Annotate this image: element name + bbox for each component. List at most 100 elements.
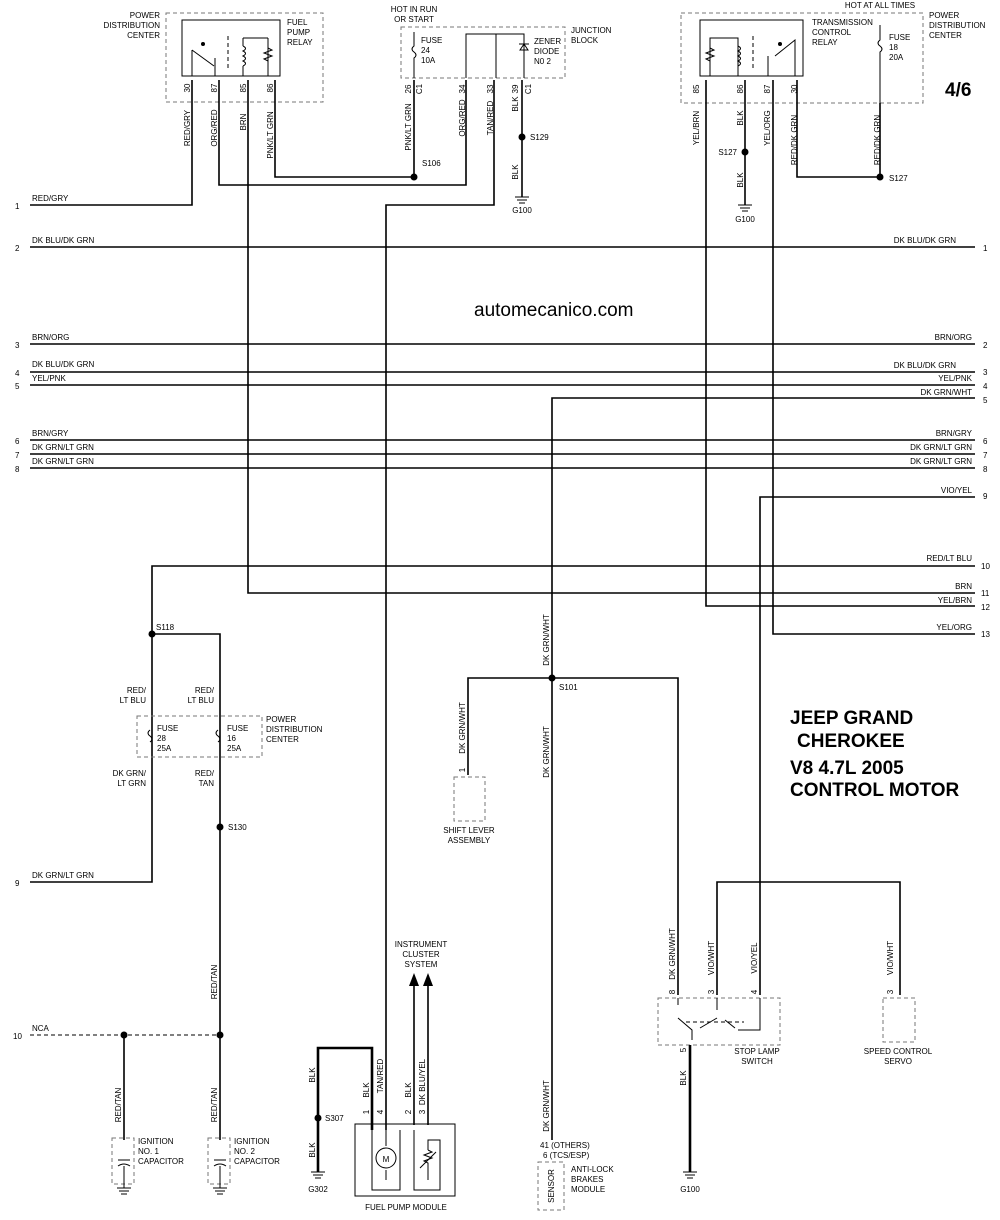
left-row-8-num: 8 [15, 465, 20, 474]
abs-line-3: MODULE [571, 1185, 605, 1194]
trans-relay-line-1: TRANSMISSION [812, 18, 873, 27]
hot-at-all-times: HOT AT ALL TIMES [845, 1, 915, 10]
capacitor-2-icon [213, 1159, 227, 1188]
wire-label-trans-blk-2: BLK [736, 172, 745, 188]
hot-in-run-line-2: OR START [394, 15, 434, 24]
wire-vio-wht [716, 881, 901, 995]
wire-label-jb-blk: BLK [511, 96, 520, 112]
fuse-28-icon [147, 729, 153, 743]
watermark: automecanico.com [474, 300, 633, 321]
right-row-12-num: 12 [981, 603, 990, 612]
left-row-6-label: BRN/GRY [32, 429, 69, 438]
wire-label-stop-blk: BLK [679, 1070, 688, 1086]
title-line-4: CONTROL MOTOR [790, 780, 960, 801]
wire-label-pump-dk-blu-yel: DK BLU/YEL [418, 1058, 427, 1105]
fuel-pump-module-group: INSTRUMENT CLUSTER SYSTEM S307 G302 BLK … [308, 940, 456, 1212]
splice-s127-b-dot [876, 173, 884, 181]
wire-dk-grn-wht-shift [467, 677, 552, 775]
trans-relay-pivot [778, 42, 782, 46]
stop-pin-4: 4 [750, 989, 759, 994]
cap1-line-3: CAPACITOR [138, 1157, 184, 1166]
stop-lamp-line-1: STOP LAMP [734, 1047, 780, 1056]
stop-pin-5: 5 [679, 1047, 688, 1052]
jb-pin-39: 39 [511, 84, 520, 93]
wire-label-jb-blk-2: BLK [511, 164, 520, 180]
relay-coil-icon [241, 45, 246, 67]
left-row-4-label: DK BLU/DK GRN [32, 360, 94, 369]
right-row-1-num: 1 [983, 244, 988, 253]
fuse-18-line-3: 20A [889, 53, 904, 62]
trans-pin-87: 87 [763, 84, 772, 93]
ground-g302-icon [311, 1171, 325, 1179]
pdc-box-left [165, 12, 324, 103]
right-row-10-num: 10 [981, 562, 990, 571]
wire-pnk-lt-grn [274, 80, 415, 178]
fuel-pump-relay-line-1: FUEL [287, 18, 308, 27]
wire-brn-11 [247, 80, 975, 594]
trans-relay-resistor-icon [704, 47, 716, 62]
wire-row-1-red-gry [30, 80, 193, 206]
ground-g100-c-icon [683, 1171, 697, 1179]
wire-yel-brn-12 [705, 80, 975, 607]
capacitor-1-ground-icon [117, 1187, 131, 1195]
wire-label-red-tan-main: RED/TAN [210, 965, 219, 1000]
top-vertical-wires: S106 S129 G100 S127 G100 S127 [218, 80, 908, 1130]
fuse-28-line-3: 25A [157, 744, 172, 753]
transmission-relay-body [699, 19, 804, 77]
fuel-pump-motor-icon [375, 1147, 397, 1169]
left-row-7-num: 7 [15, 451, 20, 460]
jb-pin-26: 26 [404, 84, 413, 93]
right-row-4-num: 4 [983, 382, 988, 391]
left-row-2-label: DK BLU/DK GRN [32, 236, 94, 245]
cap1-line-2: NO. 1 [138, 1147, 159, 1156]
right-row-3-num: 3 [983, 368, 988, 377]
servo-line-1: SPEED CONTROL [864, 1047, 933, 1056]
wire-label-trans-blk: BLK [736, 110, 745, 126]
stop-pin-3: 3 [707, 989, 716, 994]
splice-s130: S130 [228, 823, 247, 832]
splice-s127-a: S127 [718, 148, 737, 157]
pump-motor-label: M [383, 1155, 390, 1164]
trans-relay-coil-icon [736, 45, 741, 67]
abs-pin-line-1: 41 (OTHERS) [540, 1141, 590, 1150]
wire-label-org-red: ORG/RED [210, 109, 219, 147]
wire-label-jb-org-red: ORG/RED [458, 99, 467, 137]
pdc-fuses-group: S118 RED/ LT BLU RED/ LT BLU FUSE 28 25A… [113, 623, 323, 1035]
left-row-2-num: 2 [15, 244, 20, 253]
zener-line-1: ZENER [534, 37, 561, 46]
pump-pin-3: 3 [418, 1109, 427, 1114]
fuse-16-line-1: FUSE [227, 724, 248, 733]
zener-line-3: N0 2 [534, 57, 551, 66]
wire-label-stop-vio-yel: VIO/YEL [750, 942, 759, 974]
left-row-9-num: 9 [15, 879, 20, 888]
wire-label-yel-org: YEL/ORG [763, 110, 772, 146]
fuel-pump-relay-line-2: PUMP [287, 28, 310, 37]
fuse-28-line-2: 28 [157, 734, 166, 743]
wire-dk-grn-wht-stop [552, 677, 679, 995]
fuel-pump-relay-group: POWER DISTRIBUTION CENTER FUEL PUMP RELA… [104, 11, 324, 159]
trans-relay-switch [767, 38, 796, 76]
fuse-18-line-1: FUSE [889, 33, 910, 42]
pump-motor-leads [371, 1130, 401, 1191]
right-row-5-num: 5 [983, 396, 988, 405]
right-row-3-label: DK BLU/DK GRN [894, 361, 956, 370]
fuse-18-line-2: 18 [889, 43, 898, 52]
wire-label-brn: BRN [239, 113, 248, 130]
wire-label-g302-blk-b: BLK [308, 1142, 317, 1158]
wire-label-red-dk-grn-a: RED/DK GRN [790, 115, 799, 165]
right-row-2-label: BRN/ORG [935, 333, 972, 342]
right-row-13-num: 13 [981, 630, 990, 639]
junction-block-group: HOT IN RUN OR START JUNCTION BLOCK FUSE … [391, 5, 612, 180]
left-row-4-num: 4 [15, 369, 20, 378]
right-row-11-label: BRN [955, 582, 972, 591]
right-row-labels: DK BLU/DK GRN 1 BRN/ORG 2 DK BLU/DK GRN … [894, 236, 991, 639]
trans-pin-86: 86 [736, 84, 745, 93]
splice-s106-dot [410, 173, 418, 181]
right-row-11-num: 11 [981, 589, 990, 598]
jb-fuse-line-2: 24 [421, 46, 430, 55]
shift-lever-pin: 1 [458, 767, 467, 772]
fuel-level-sender-icon [413, 1130, 441, 1191]
junction-block-line-1: JUNCTION [571, 26, 612, 35]
pdc-right-line-2: DISTRIBUTION [929, 21, 986, 30]
splice-s127-a-dot [741, 148, 749, 156]
